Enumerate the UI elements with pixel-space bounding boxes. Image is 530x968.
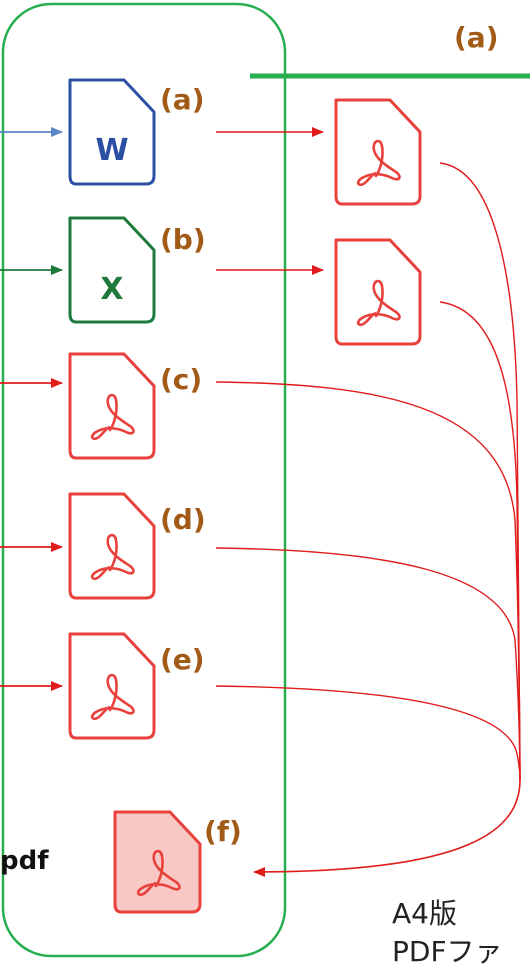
pdf-caption-partial: pdf: [0, 846, 49, 876]
merge-curve-c: [215, 381, 521, 781]
note-line-2: PDFファ: [392, 935, 503, 968]
label-top-right-a: (a): [454, 21, 499, 54]
label-b: (b): [160, 223, 206, 256]
pdf-file-icon-c[interactable]: [68, 352, 156, 460]
pdf-file-icon-d[interactable]: [68, 492, 156, 600]
merge-arrow-to-f: [253, 779, 521, 877]
pdf-file-icon-f-merged[interactable]: [113, 810, 202, 914]
word-letter: W: [95, 133, 128, 168]
pdf-file-icon-b-converted[interactable]: [334, 238, 422, 346]
label-a: (a): [160, 83, 205, 116]
document-group-border: [1, 2, 287, 958]
note-line-1: A4版: [392, 897, 457, 930]
merge-curve-e: [215, 685, 521, 781]
label-e: (e): [160, 643, 205, 676]
label-f: (f): [204, 815, 242, 848]
pdf-file-icon-e[interactable]: [68, 632, 156, 740]
merge-curve-a: [439, 162, 521, 781]
label-d: (d): [160, 503, 206, 536]
excel-letter: X: [100, 272, 123, 307]
merge-curve-b: [439, 301, 521, 781]
merge-curve-d: [215, 547, 521, 781]
pdf-file-icon-a-converted[interactable]: [334, 98, 422, 206]
excel-file-icon[interactable]: X: [68, 216, 156, 324]
label-c: (c): [160, 363, 203, 396]
word-file-icon[interactable]: W: [68, 78, 156, 186]
